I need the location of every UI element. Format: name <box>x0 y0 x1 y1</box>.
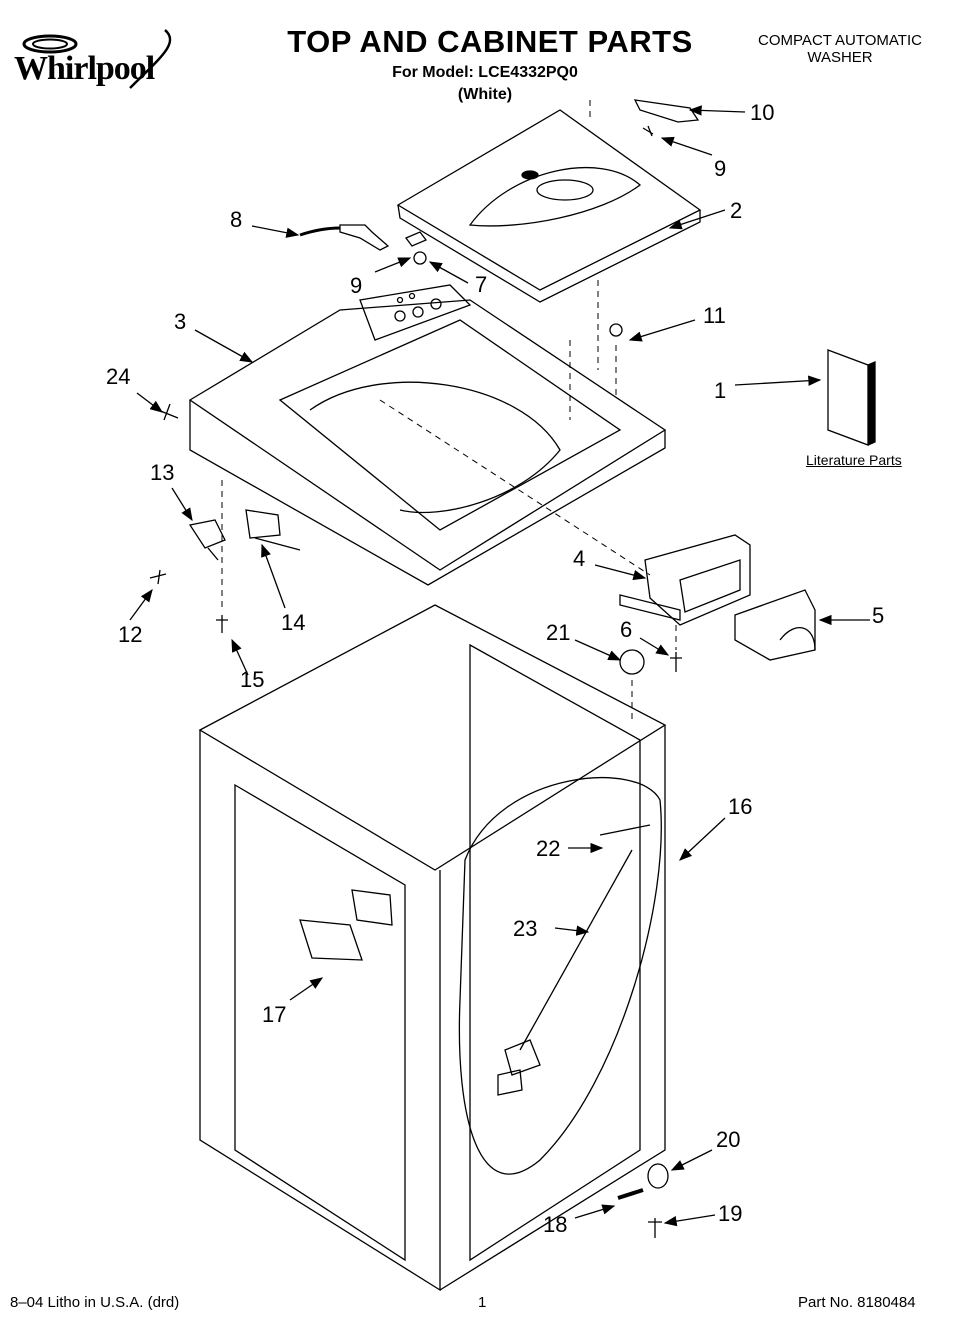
page-title: TOP AND CABINET PARTS <box>287 24 693 59</box>
footer-page-number: 1 <box>478 1294 487 1311</box>
callout-label: 8 <box>230 207 242 232</box>
callout-label: 17 <box>262 1002 286 1027</box>
lid-part <box>396 109 702 303</box>
callout-label: 15 <box>240 667 264 692</box>
callout-label: 24 <box>106 364 130 389</box>
logo-swirl-icon <box>22 29 172 89</box>
callout-label: 21 <box>546 620 570 645</box>
literature-book <box>827 349 876 446</box>
color-line: (White) <box>457 86 513 103</box>
callout-label: 3 <box>174 309 186 334</box>
product-type-line1: COMPACT AUTOMATIC <box>758 32 922 49</box>
callout-label: 11 <box>703 303 726 328</box>
callout-label: 7 <box>475 272 487 297</box>
callout-label: 14 <box>281 610 305 635</box>
assembly-lines <box>221 100 677 720</box>
callout-label: 10 <box>750 100 774 125</box>
callout-label: 12 <box>118 622 142 647</box>
brand-name: Whirlpool <box>14 50 155 87</box>
callout-label: 22 <box>536 836 560 861</box>
callout-label: 6 <box>620 617 632 642</box>
callout-label: 9 <box>714 156 726 181</box>
cabinet-top-part <box>188 284 667 586</box>
callout-label: 18 <box>543 1212 567 1237</box>
callout-label: 13 <box>150 460 174 485</box>
literature-parts-label: Literature Parts <box>806 452 902 468</box>
callout-label: 2 <box>730 198 742 223</box>
hinge-part <box>299 99 700 337</box>
screws <box>149 403 682 1238</box>
bumper-part <box>619 649 645 675</box>
footer-litho: 8–04 Litho in U.S.A. (drd) <box>10 1294 180 1311</box>
callout-label: 16 <box>728 794 752 819</box>
model-line: For Model: LCE4332PQ0 <box>392 64 578 81</box>
callout-label: 4 <box>573 546 585 571</box>
callout-label: 20 <box>716 1127 740 1152</box>
callout-label: 1 <box>714 378 726 403</box>
callout-numbers: 10 9 2 8 9 7 11 3 24 1 13 4 5 12 14 21 6… <box>106 100 884 1237</box>
callout-label: 23 <box>513 916 537 941</box>
lid-switch-part <box>188 509 301 561</box>
whirlpool-logo <box>10 28 190 98</box>
suspension-rod-part <box>497 824 651 1096</box>
callout-label: 5 <box>872 603 884 628</box>
dispenser-part <box>619 534 816 661</box>
product-type-line2: WASHER <box>807 49 873 66</box>
callout-label: 9 <box>350 273 362 298</box>
leader-arrows <box>129 105 870 1227</box>
footer-part-number: Part No. 8180484 <box>798 1294 916 1311</box>
product-type: COMPACT AUTOMATIC WASHER <box>740 32 940 66</box>
page-subtitle: For Model: LCE4332PQ0 (White) <box>320 62 650 106</box>
callout-label: 19 <box>718 1201 742 1226</box>
cabinet-part <box>198 604 667 1292</box>
foot-part <box>647 1163 669 1189</box>
